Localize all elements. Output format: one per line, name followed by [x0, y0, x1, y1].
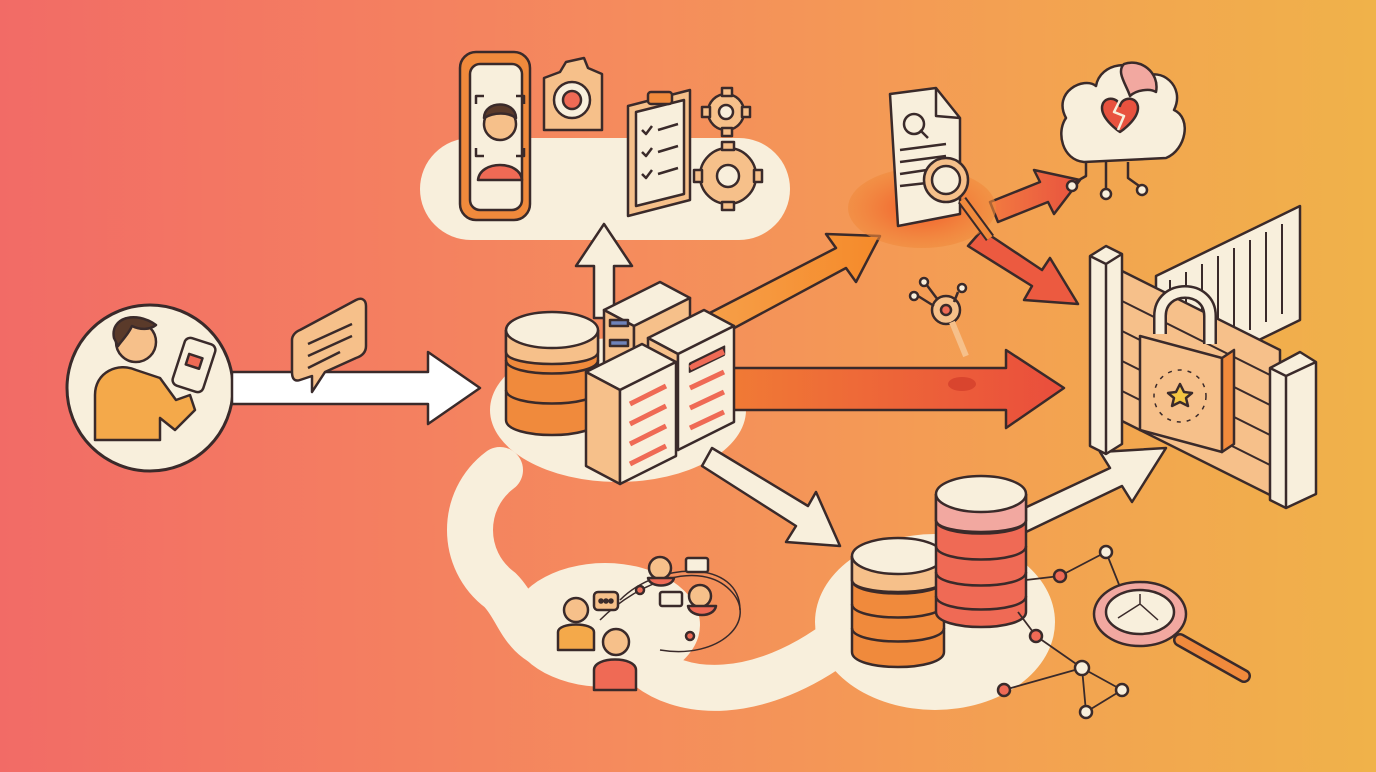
user-with-phone-icon	[93, 316, 217, 442]
arrow-user-to-servers	[230, 350, 482, 426]
database-stack-icon	[850, 474, 1028, 669]
hook-tracker-icon	[908, 276, 969, 358]
phone-face-id-icon	[458, 50, 532, 222]
people-network-icon	[556, 555, 741, 692]
database-icon	[504, 310, 600, 437]
server-rack-icon	[584, 280, 736, 486]
camera-icon	[542, 56, 604, 132]
audit-cluster	[848, 86, 996, 248]
checklist-clipboard-icon	[626, 88, 692, 218]
arrow-audit-to-cloud	[988, 168, 1082, 224]
gear-icon	[692, 86, 764, 212]
graph-magnifier-icon	[1092, 580, 1251, 683]
eu-protection-cluster	[1088, 204, 1318, 510]
arrow-storage-to-protection	[1014, 446, 1168, 534]
chat-message-icon	[290, 297, 368, 394]
arrow-audit-to-protection	[966, 228, 1080, 306]
data-graph-icon	[996, 544, 1130, 720]
arrow-servers-to-protection	[730, 348, 1066, 430]
collection-cluster	[458, 50, 764, 222]
magnifier-icon	[922, 156, 995, 241]
servers-cluster	[504, 280, 736, 486]
search-document-icon	[888, 86, 962, 228]
storage-cluster	[850, 474, 1251, 720]
user-node	[65, 303, 235, 473]
eu-padlock-icon	[1138, 285, 1236, 454]
arrow-servers-to-storage	[700, 446, 842, 548]
broken-heart-cloud-icon	[1060, 61, 1186, 201]
